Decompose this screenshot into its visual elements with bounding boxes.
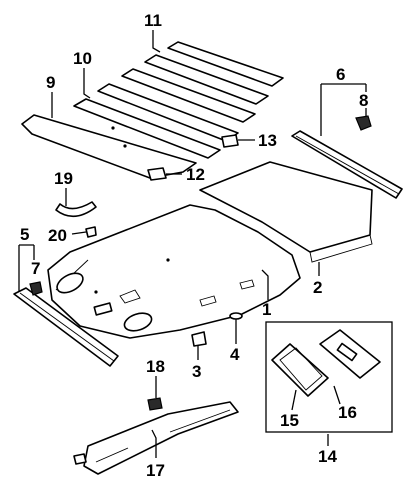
insulation-pad-stack <box>21 41 284 179</box>
callout-3: 3 <box>192 362 201 381</box>
callout-11: 11 <box>144 11 162 30</box>
bracket-18 <box>147 397 163 411</box>
callout-15: 15 <box>280 411 299 430</box>
callout-14: 14 <box>318 447 337 466</box>
callout-4: 4 <box>230 345 240 364</box>
bracket-19 <box>55 201 97 218</box>
callout-labels: 11 10 9 6 8 13 12 19 20 5 7 1 2 3 4 18 1… <box>20 11 368 480</box>
callout-17: 17 <box>146 461 165 480</box>
dome-lamp-box <box>265 321 393 433</box>
lamp-housing-16 <box>319 329 381 379</box>
callout-10: 10 <box>73 49 92 68</box>
clip-7 <box>29 281 43 296</box>
callout-13: 13 <box>258 131 277 150</box>
leader-lines <box>18 30 367 458</box>
callout-16: 16 <box>338 403 357 422</box>
callout-20: 20 <box>48 226 67 245</box>
callout-1: 1 <box>262 300 271 319</box>
callout-2: 2 <box>313 278 322 297</box>
callout-18: 18 <box>146 357 165 376</box>
retainer-4 <box>229 312 243 326</box>
callout-12: 12 <box>186 165 205 184</box>
roof-panel <box>199 161 373 263</box>
rear-roof-rail <box>291 130 403 199</box>
sun-visor <box>73 401 239 475</box>
headliner <box>47 204 301 339</box>
front-moulding <box>13 287 119 367</box>
callout-5: 5 <box>20 225 29 244</box>
callout-6: 6 <box>336 65 345 84</box>
callout-7: 7 <box>31 259 40 278</box>
pad-13 <box>221 134 239 148</box>
clip-8 <box>355 115 372 131</box>
lamp-lens-15 <box>271 343 329 397</box>
clip-20 <box>85 226 97 238</box>
callout-19: 19 <box>54 169 73 188</box>
insulation-pad-10 <box>73 83 239 159</box>
insulation-pad-9 <box>21 114 197 179</box>
clip-3 <box>191 331 207 347</box>
callout-9: 9 <box>46 73 55 92</box>
callout-8: 8 <box>359 91 368 110</box>
insulation-pad-11 <box>121 41 284 123</box>
pad-12 <box>147 167 167 181</box>
